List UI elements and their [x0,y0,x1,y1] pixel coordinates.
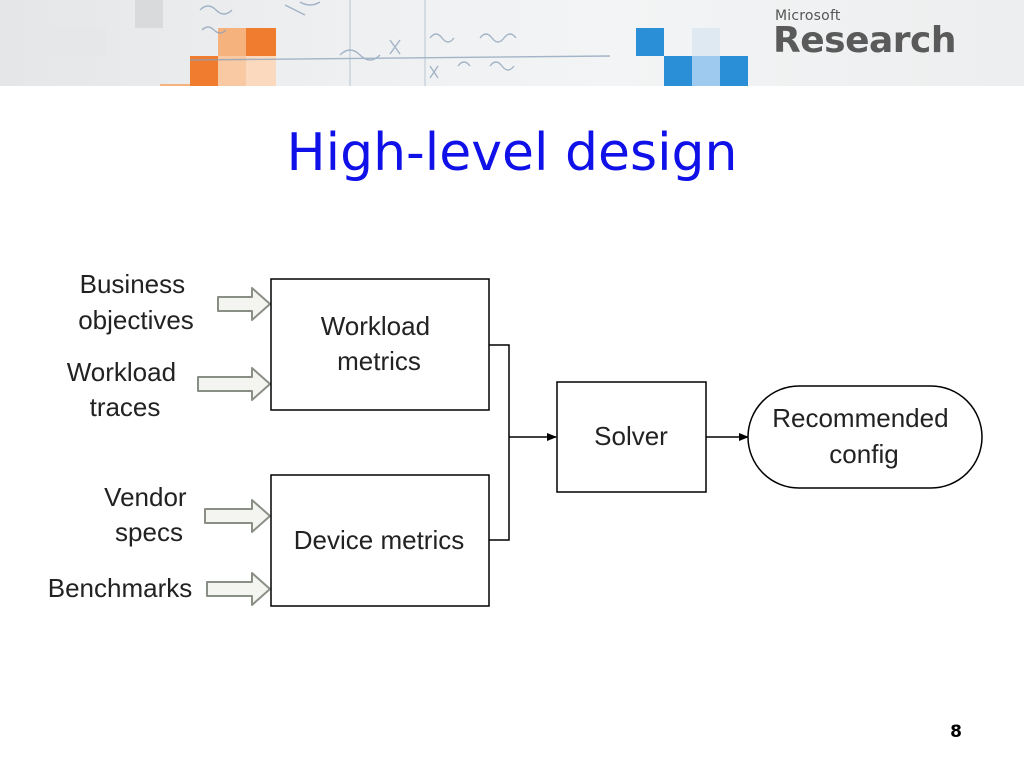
input-vendor-specs: Vendor specs [104,482,194,547]
decor-square [720,56,748,86]
decor-square [135,0,163,28]
input-workload-traces: Workload traces [67,357,184,422]
solver-box [556,381,707,493]
input-benchmarks: Benchmarks [48,573,193,603]
input-arrows [197,287,271,606]
decor-square [218,56,246,86]
slide-title: High-level design [286,123,738,183]
decor-square [664,56,692,86]
connector [489,344,510,541]
decor-square [692,56,720,86]
workload-metrics-box [270,278,490,411]
device-metrics-label: Device metrics [294,525,464,555]
decor-square [692,28,720,56]
page-number: 8 [950,722,962,742]
connector-lines [489,344,749,541]
decor-square [50,28,106,56]
recommended-config-label: Recommended config [772,403,956,469]
block-arrow [204,499,271,533]
microsoft-research-logo: Microsoft Research [773,8,957,61]
decor-square [160,84,190,86]
decor-square [636,28,664,56]
decor-square [190,56,218,86]
logo-microsoft-text: Microsoft [775,8,841,24]
block-arrow [197,367,271,401]
header-banner: Microsoft Research [0,0,1024,86]
logo-research-text: Research [773,20,957,61]
block-arrow [217,287,271,321]
solver-label: Solver [594,421,668,451]
decor-square [246,56,276,86]
handwriting-decoration [190,0,610,86]
decor-square [246,28,276,56]
input-business-objectives: Business objectives [78,269,194,335]
block-arrow [206,572,271,606]
recommended-config-terminal [747,385,983,489]
device-metrics-box [270,474,490,607]
workload-metrics-label: Workload metrics [321,311,438,376]
